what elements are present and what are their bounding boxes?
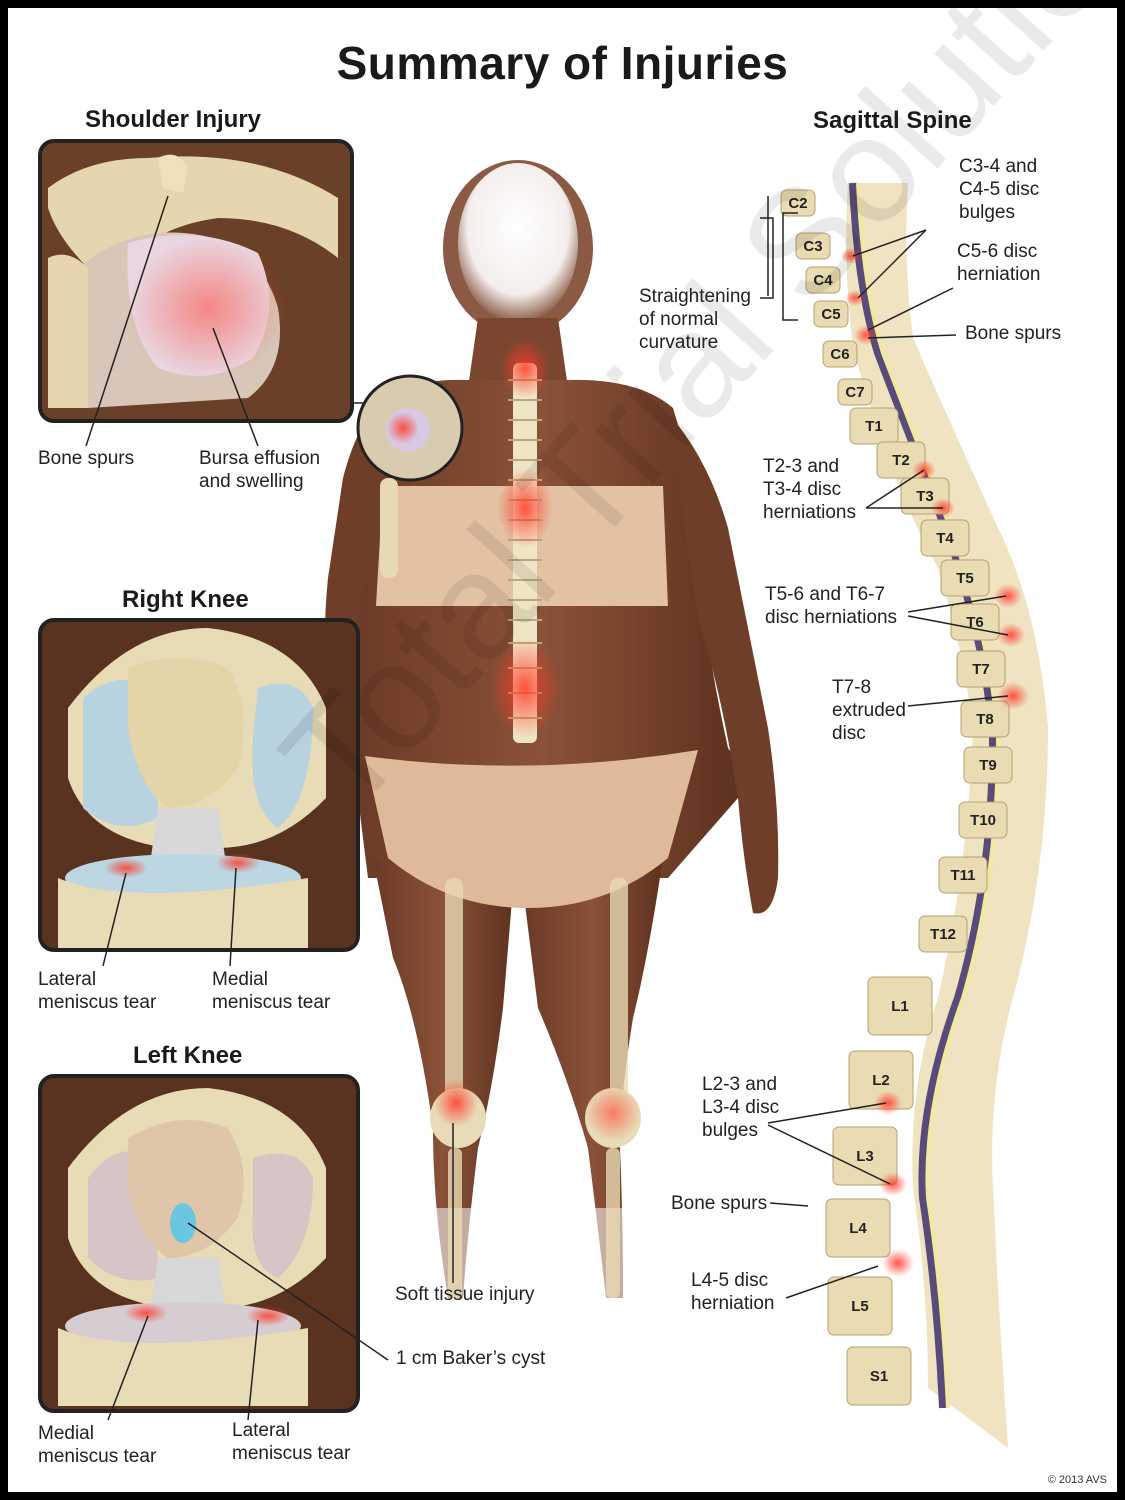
t56-label-line2: disc herniations: [765, 607, 898, 628]
vertebra-body-c3: [795, 232, 831, 260]
rk-lateral-label-line1: Lateral: [38, 969, 97, 990]
vertebra-body-l4: [825, 1198, 891, 1258]
anatomy-artwork: C2C3C4C5C6C7T1T2T3T4T5T6T7T8T9T10T11T12L…: [38, 139, 1048, 1448]
body-figure: [324, 160, 779, 1328]
bursa-effusion-label-line2: and swelling: [199, 471, 304, 492]
rk-lateral-label-line2: meniscus tear: [38, 992, 157, 1013]
soft-tissue-injury-label: Soft tissue injury: [395, 1284, 535, 1305]
vertebra-label-l2: L2: [872, 1072, 890, 1089]
vertebra-body-c5: [813, 300, 849, 328]
spine-bone-spurs-upper-label: Bone spurs: [965, 323, 1062, 344]
shoulder-section-title: Shoulder Injury: [85, 106, 262, 133]
vertebra-label-c6: C6: [830, 346, 849, 363]
vertebra-label-t9: T9: [979, 757, 997, 774]
vertebra-label-t6: T6: [966, 614, 984, 631]
rk-medial-label-line2: meniscus tear: [212, 992, 331, 1013]
vertebra-label-l5: L5: [851, 1298, 869, 1315]
lk-lateral-label-line2: meniscus tear: [232, 1443, 351, 1464]
vertebra-label-t12: T12: [930, 926, 956, 943]
vertebra-body-c7: [837, 378, 873, 406]
vertebra-label-c4: C4: [813, 272, 833, 289]
left-knee-section-title: Left Knee: [133, 1042, 243, 1069]
vertebra-label-c5: C5: [821, 306, 840, 323]
vertebra-body-c2: [780, 189, 816, 217]
t23-label-line1: T2-3 and: [763, 456, 840, 477]
vertebra-label-t8: T8: [976, 711, 994, 728]
lk-medial-label-line2: meniscus tear: [38, 1446, 157, 1467]
lk-lateral-label-line1: Lateral: [232, 1420, 291, 1441]
c34-label-line2: C4-5 disc: [959, 179, 1040, 200]
l23-label-line2: L3-4 disc: [702, 1097, 780, 1118]
spine-injury-glows: [841, 248, 1029, 1277]
vertebra-body-t9: [963, 746, 1013, 784]
straightening-label-line3: curvature: [639, 332, 719, 353]
spine-section-title: Sagittal Spine: [813, 107, 972, 134]
vertebra-blocks: C2C3C4C5C6C7T1T2T3T4T5T6T7T8T9T10T11T12L…: [780, 189, 1013, 1406]
bursa-effusion-label-line1: Bursa effusion: [199, 448, 321, 469]
vertebra-label-c7: C7: [845, 384, 864, 401]
c56-label-line2: herniation: [957, 264, 1041, 285]
vertebra-body-l1: [867, 976, 933, 1036]
spine-bone-spurs-lower-label: Bone spurs: [671, 1193, 768, 1214]
callout-lines: [85, 195, 1009, 1421]
t78-label-line3: disc: [832, 723, 866, 744]
illustration-canvas: Summary of Injuries: [8, 8, 1117, 1492]
vertebra-body-c4: [805, 266, 841, 294]
vertebra-label-l3: L3: [856, 1148, 874, 1165]
shoulder-panel-art: [38, 139, 354, 423]
copyright-notice: © 2013 AVS: [1047, 1474, 1107, 1486]
vertebra-label-c2: C2: [788, 195, 807, 212]
vertebra-label-t10: T10: [970, 812, 996, 829]
vertebra-body-t5: [940, 559, 990, 597]
sagittal-spine-art: [846, 182, 1048, 1448]
vertebra-label-c3: C3: [803, 238, 822, 255]
bakers-cyst-label: 1 cm Baker’s cyst: [396, 1348, 546, 1369]
straightening-label-line1: Straightening: [639, 286, 751, 307]
t23-label-line3: herniations: [763, 502, 856, 523]
vertebra-body-c6: [822, 340, 858, 368]
c34-label-line3: bulges: [959, 202, 1015, 223]
vertebra-label-t5: T5: [956, 570, 974, 587]
vertebra-label-t4: T4: [936, 530, 954, 547]
vertebra-label-t2: T2: [892, 452, 910, 469]
right-knee-section-title: Right Knee: [122, 586, 249, 613]
straightening-label-line2: of normal: [639, 309, 719, 330]
page-title: Summary of Injuries: [336, 37, 789, 89]
l45-label-line1: L4-5 disc: [691, 1270, 769, 1291]
vertebra-body-t4: [920, 519, 970, 557]
t56-label-line1: T5-6 and T6-7: [765, 584, 886, 605]
vertebra-body-t8: [960, 700, 1010, 738]
lk-medial-label-line1: Medial: [38, 1423, 94, 1444]
t23-label-line2: T3-4 disc: [763, 479, 842, 500]
l45-label-line2: herniation: [691, 1293, 775, 1314]
vertebra-body-t11: [938, 856, 988, 894]
vertebra-body-s1: [846, 1346, 912, 1406]
right-knee-panel-art: [38, 618, 360, 952]
t78-label-line1: T7-8: [832, 677, 872, 698]
shoulder-bone-spurs-label: Bone spurs: [38, 448, 135, 469]
c34-label-line1: C3-4 and: [959, 156, 1038, 177]
vertebra-body-t10: [958, 801, 1008, 839]
l23-label-line1: L2-3 and: [702, 1074, 778, 1095]
vertebra-label-s1: S1: [870, 1368, 888, 1385]
t78-label-line2: extruded: [832, 700, 906, 721]
left-knee-panel-art: [38, 1074, 360, 1413]
vertebra-body-l5: [827, 1276, 893, 1336]
vertebra-label-t11: T11: [950, 867, 975, 884]
vertebra-body-t1: [849, 407, 899, 445]
vertebra-label-l4: L4: [849, 1220, 867, 1237]
vertebra-body-t7: [956, 650, 1006, 688]
vertebra-label-t7: T7: [972, 661, 990, 678]
rk-medial-label-line1: Medial: [212, 969, 268, 990]
vertebra-label-t3: T3: [916, 488, 934, 505]
vertebra-label-t1: T1: [865, 418, 883, 435]
l23-label-line3: bulges: [702, 1120, 758, 1141]
vertebra-body-t12: [918, 915, 968, 953]
vertebra-label-l1: L1: [891, 998, 909, 1015]
c56-label-line1: C5-6 disc: [957, 241, 1038, 262]
